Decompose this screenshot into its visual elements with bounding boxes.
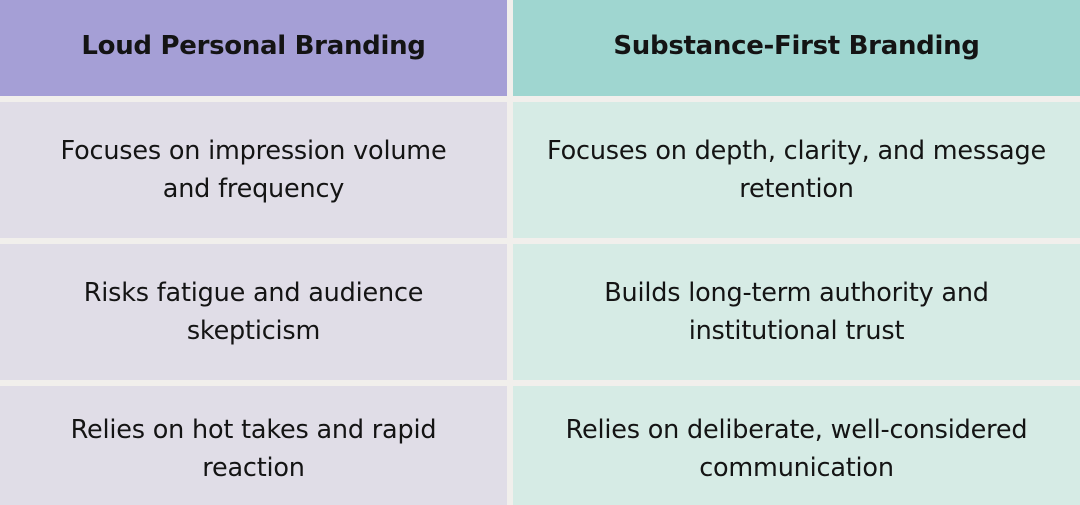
cell-text: Focuses on impression volume and frequen… [60,136,447,204]
cell-text: Risks fatigue and audience skepticism [83,278,424,346]
header-label-left: Loud Personal Branding [81,31,426,61]
cell-text: Focuses on depth, clarity, and message r… [547,136,1046,204]
table-cell-row1-right: Focuses on depth, clarity, and message r… [513,102,1080,238]
table-cell-row2-right: Builds long-term authority and instituti… [513,244,1080,380]
header-loud-personal-branding: Loud Personal Branding [0,0,507,96]
header-label-right: Substance-First Branding [613,31,980,61]
table-cell-row2-left: Risks fatigue and audience skepticism [0,244,507,380]
header-substance-first-branding: Substance-First Branding [513,0,1080,96]
table-cell-row3-right: Relies on deliberate, well-considered co… [513,386,1080,505]
table-cell-row3-left: Relies on hot takes and rapid reaction [0,386,507,505]
cell-text: Relies on hot takes and rapid reaction [70,414,437,483]
table-cell-row1-left: Focuses on impression volume and frequen… [0,102,507,238]
cell-text: Relies on deliberate, well-considered co… [565,414,1028,483]
cell-text: Builds long-term authority and instituti… [604,278,989,346]
